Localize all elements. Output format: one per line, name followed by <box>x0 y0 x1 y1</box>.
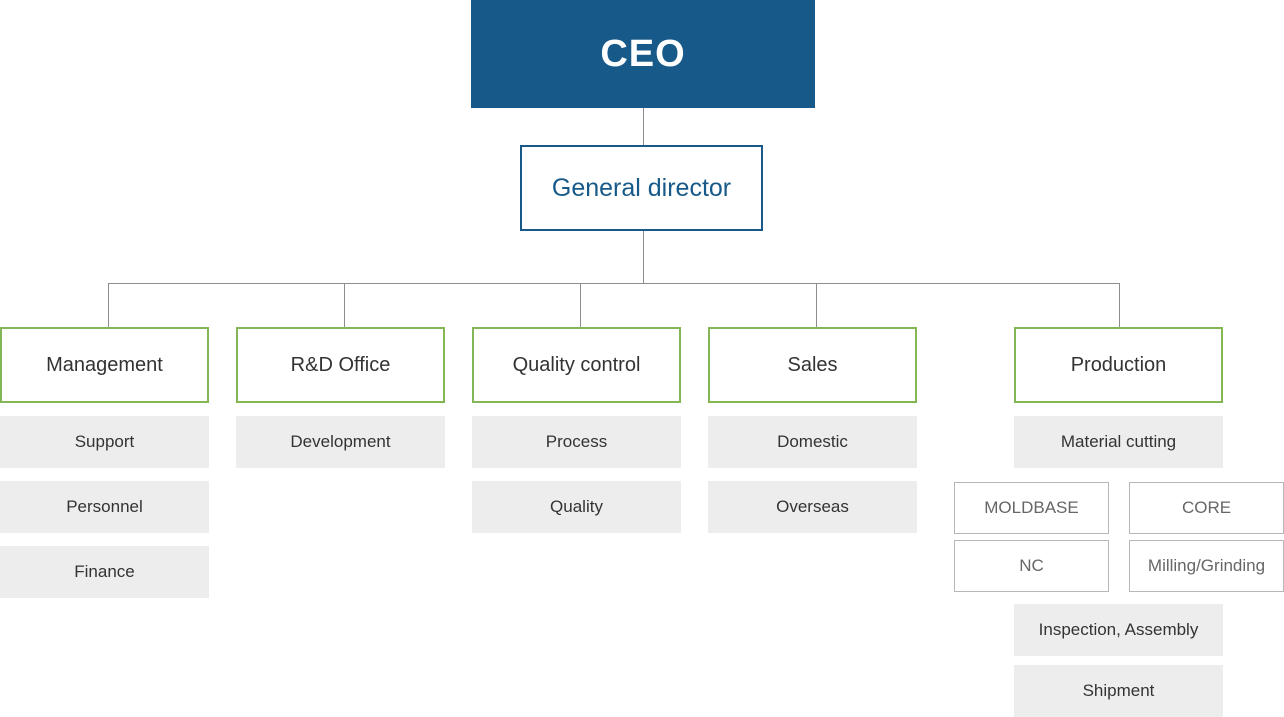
general-director-box: General director <box>520 145 763 231</box>
unit-milling-grinding: Milling/Grinding <box>1129 540 1284 592</box>
department-rd-office: R&D Office <box>236 327 445 403</box>
connector-sales <box>816 283 817 327</box>
unit-nc: NC <box>954 540 1109 592</box>
sub-development: Development <box>236 416 445 468</box>
department-sales: Sales <box>708 327 917 403</box>
unit-moldbase: MOLDBASE <box>954 482 1109 534</box>
connector-production <box>1119 283 1120 327</box>
connector-rd-office <box>344 283 345 327</box>
ceo-box: CEO <box>471 0 815 108</box>
department-management: Management <box>0 327 209 403</box>
connector-management <box>108 283 109 327</box>
department-production: Production <box>1014 327 1223 403</box>
sub-process: Process <box>472 416 681 468</box>
sub-quality: Quality <box>472 481 681 533</box>
sub-finance: Finance <box>0 546 209 598</box>
connector-director-down <box>643 231 644 283</box>
connector-ceo-director <box>643 108 644 145</box>
sub-support: Support <box>0 416 209 468</box>
sub-material-cutting: Material cutting <box>1014 416 1223 468</box>
sub-personnel: Personnel <box>0 481 209 533</box>
connector-departments-bus <box>108 283 1120 284</box>
unit-core: CORE <box>1129 482 1284 534</box>
sub-domestic: Domestic <box>708 416 917 468</box>
sub-overseas: Overseas <box>708 481 917 533</box>
sub-inspection-assembly: Inspection, Assembly <box>1014 604 1223 656</box>
connector-quality-control <box>580 283 581 327</box>
department-quality-control: Quality control <box>472 327 681 403</box>
sub-shipment: Shipment <box>1014 665 1223 717</box>
